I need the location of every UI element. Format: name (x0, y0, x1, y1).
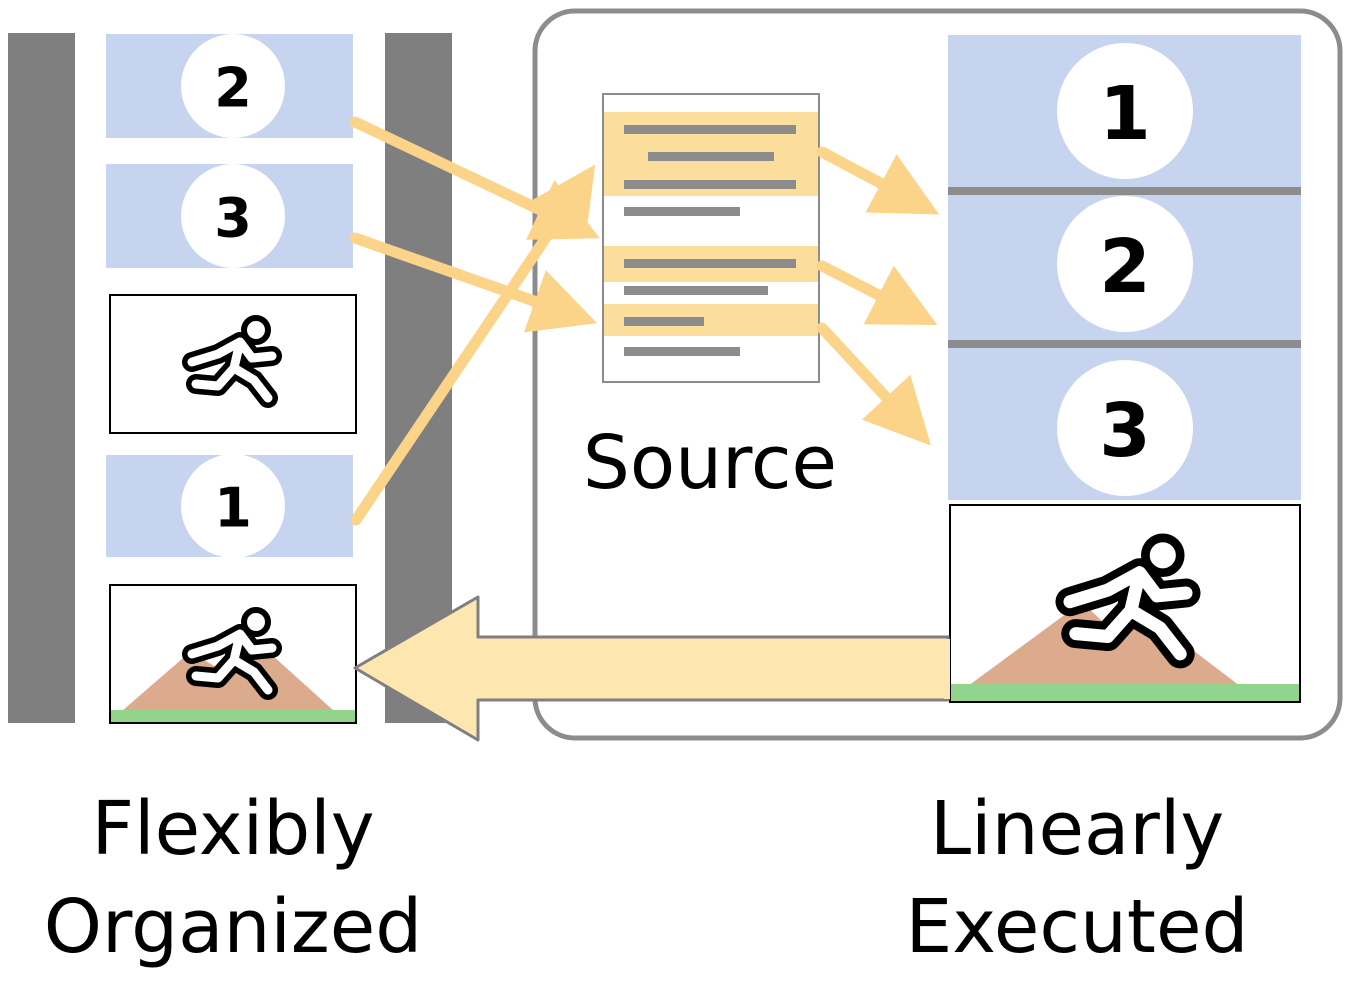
right-caption-line1: Linearly (929, 786, 1225, 872)
left-cell-3-number: 3 (214, 187, 252, 250)
left-cell-2: 2 (106, 34, 353, 138)
arrow-source-to-right2 (816, 260, 938, 326)
left-output-runner (109, 294, 357, 434)
left-cell-1-number: 1 (214, 477, 252, 540)
left-cell-3: 3 (106, 164, 353, 268)
result-return-arrow (353, 595, 950, 742)
left-notebook-bar-left (8, 33, 75, 723)
left-caption: Flexibly Organized (0, 780, 466, 976)
right-caption: Linearly Executed (860, 780, 1294, 976)
left-caption-line2: Organized (43, 884, 423, 970)
arrow-left1-to-source (350, 164, 596, 526)
grass-strip (951, 684, 1299, 701)
arrow-source-to-right1 (816, 146, 940, 215)
left-output-runner-mountain (109, 584, 357, 724)
left-caption-line1: Flexibly (91, 786, 375, 872)
left-cell-1: 1 (106, 454, 353, 558)
arrow-left3-to-source (349, 232, 598, 333)
right-cell-divider-1 (948, 187, 1301, 195)
right-caption-line2: Executed (905, 884, 1249, 970)
right-cell-2-number: 2 (1099, 224, 1151, 310)
right-cell-1: 1 (948, 35, 1301, 187)
grass-strip (111, 710, 355, 722)
right-cell-2: 2 (948, 195, 1301, 340)
source-document (602, 93, 820, 383)
right-cell-3-number: 3 (1099, 388, 1151, 474)
right-cell-3: 3 (948, 348, 1301, 500)
right-cell-1-number: 1 (1099, 71, 1151, 157)
arrow-source-to-right3 (816, 322, 931, 446)
source-label: Source (582, 420, 838, 506)
right-cell-divider-2 (948, 340, 1301, 348)
kernel-frame (532, 8, 1343, 741)
mapping-arrows (349, 116, 940, 526)
left-cell-2-number: 2 (214, 57, 252, 120)
right-output-runner-mountain (949, 504, 1301, 703)
